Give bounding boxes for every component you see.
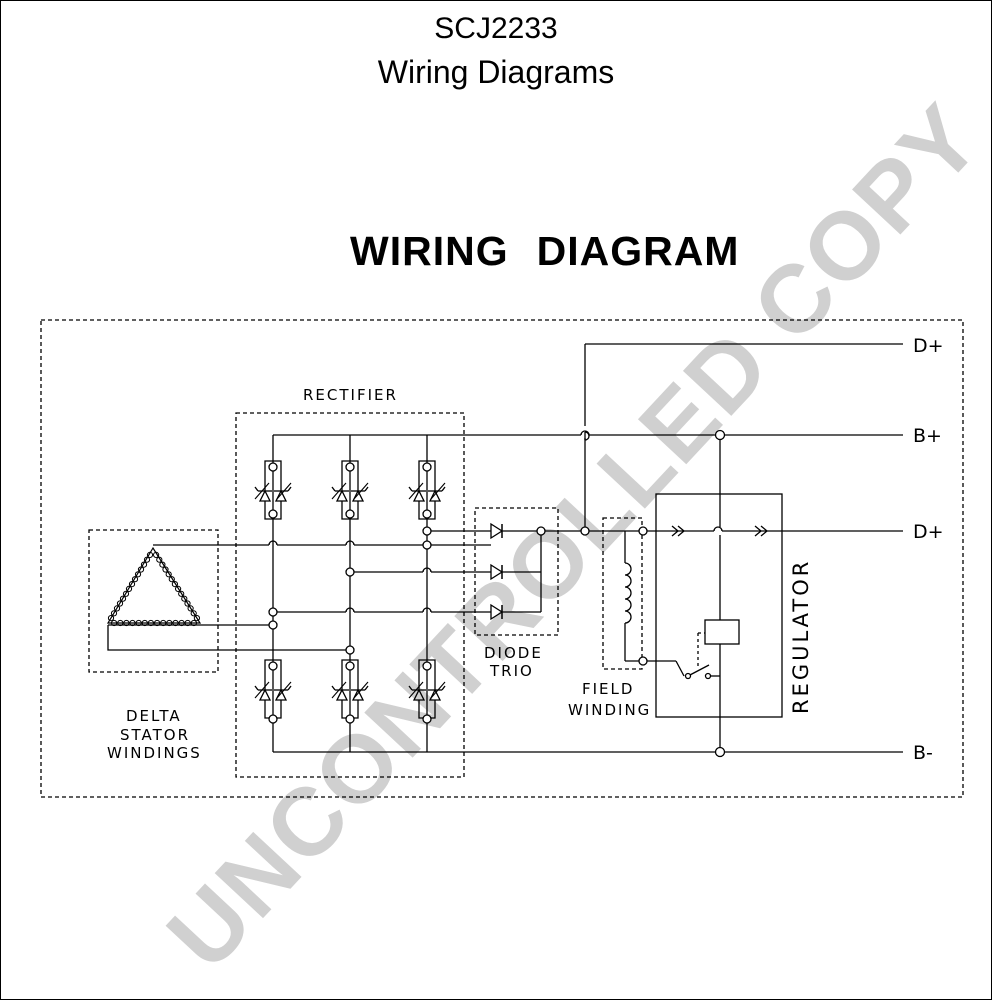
delta-stator-label-3: WINDINGS	[107, 744, 202, 762]
coil-bead	[175, 585, 182, 593]
coil-bead	[123, 619, 130, 627]
terminal-d-plus: D+	[913, 521, 944, 543]
coil-bead	[165, 571, 172, 578]
diode-trio-diodes	[490, 523, 503, 620]
coil-bead	[143, 556, 151, 563]
field-winding-label-2: WINDING	[568, 701, 651, 719]
coil-bead	[172, 619, 179, 627]
delta-stator-label-2: STATOR	[120, 726, 190, 744]
coil-bead	[117, 619, 124, 627]
diode-trio-label-2: TRIO	[489, 662, 534, 680]
coil-bead	[141, 619, 148, 627]
terminal-b-minus: B-	[913, 742, 933, 764]
coil-bead	[128, 581, 136, 588]
coil-bead	[122, 590, 130, 597]
coil-bead	[187, 605, 194, 612]
coil-bead	[110, 610, 118, 617]
wire-layer	[40, 319, 964, 798]
coil-bead	[190, 610, 197, 617]
coil-bead	[168, 576, 175, 583]
diode-trio-label-1: DIODE	[484, 644, 543, 662]
rectifier-label: RECTIFIER	[303, 386, 398, 404]
coil-bead	[156, 556, 163, 563]
coil-bead	[137, 566, 145, 573]
junction-dots	[268, 429, 726, 758]
coil-bead	[178, 590, 185, 597]
coil-bead	[171, 581, 178, 588]
coil-bead	[181, 595, 188, 602]
regulator-label: REGULATOR	[789, 559, 813, 714]
coil-bead	[140, 561, 148, 568]
coil-bead	[119, 595, 127, 602]
coil-bead	[166, 619, 173, 627]
coil-bead	[159, 561, 166, 568]
coil-bead	[154, 619, 161, 627]
stator-coil-beads	[107, 551, 200, 627]
coil-bead	[134, 571, 142, 578]
field-winding-label-1: FIELD	[582, 680, 634, 698]
diagram-title: WIRING DIAGRAM	[350, 228, 739, 275]
coil-bead	[146, 551, 154, 559]
coil-bead	[184, 600, 191, 607]
coil-bead	[190, 619, 197, 627]
model-number: SCJ2233	[434, 12, 558, 45]
coil-bead	[125, 585, 133, 593]
coil-bead	[107, 615, 115, 622]
coil-bead	[113, 605, 121, 612]
coil-bead	[153, 551, 160, 559]
coil-bead	[129, 619, 136, 627]
terminal-b-plus: B+	[913, 425, 942, 447]
coil-bead	[162, 566, 169, 573]
coil-bead	[178, 619, 185, 627]
coil-bead	[116, 600, 124, 607]
coil-bead	[147, 619, 154, 627]
terminal-d-plus-top: D+	[913, 335, 944, 357]
coil-bead	[131, 576, 139, 583]
coil-bead	[111, 619, 118, 627]
coil-bead	[184, 619, 191, 627]
diagram-title-word-1: WIRING	[350, 228, 509, 274]
diagram-title-word-2: DIAGRAM	[536, 228, 740, 274]
delta-stator-label-1: DELTA	[126, 707, 182, 725]
coil-bead	[193, 615, 200, 622]
coil-bead	[135, 619, 142, 627]
page-subtitle: Wiring Diagrams	[377, 54, 615, 90]
coil-bead	[160, 619, 167, 627]
